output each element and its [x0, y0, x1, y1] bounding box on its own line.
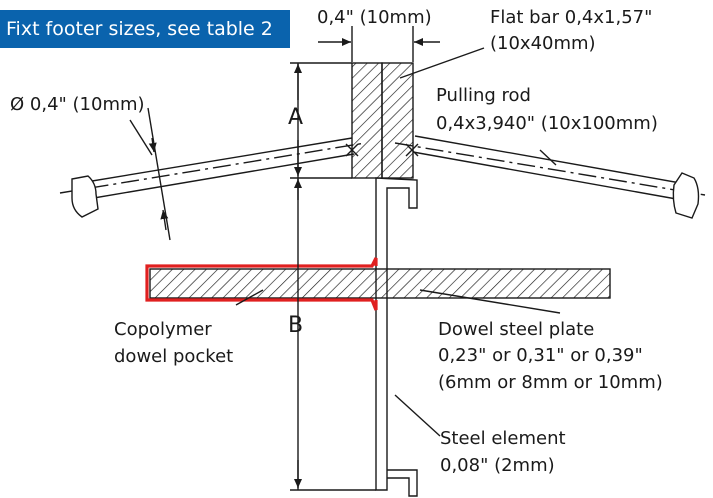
flat-bar-mm-label: (10x40mm)	[490, 33, 596, 54]
leader-lines	[235, 47, 561, 437]
weld-marks	[345, 143, 419, 157]
steel-element-label-line2: 0,08" (2mm)	[440, 455, 555, 476]
dimension-b-label: B	[288, 313, 303, 338]
dowel-label-line3: (6mm or 8mm or 10mm)	[438, 372, 663, 393]
copolymer-label-line2: dowel pocket	[114, 346, 233, 367]
steel-element-label-line1: Steel element	[440, 428, 566, 449]
dowel-steel-plate	[149, 268, 611, 299]
steel-element	[375, 177, 418, 497]
dowel-label-line1: Dowel steel plate	[438, 319, 594, 340]
dimension-lines	[129, 26, 440, 491]
copolymer-label-line1: Copolymer	[114, 319, 212, 340]
flat-bar-width-label: 0,4" (10mm)	[317, 7, 432, 28]
diameter-label: Ø 0,4" (10mm)	[10, 94, 145, 115]
flat-bar-title-label: Flat bar 0,4x1,57"	[490, 7, 652, 28]
dowel-label-line2: 0,23" or 0,31" or 0,39"	[438, 345, 643, 366]
right-pulling-rod	[394, 135, 706, 219]
left-pulling-rod	[59, 137, 366, 218]
copolymer-dowel-pocket	[145, 257, 378, 311]
pulling-rod-size-label: 0,4x3,940" (10x100mm)	[436, 113, 658, 134]
dimension-a-label: A	[288, 105, 303, 130]
section-badge: Fixt footer sizes, see table 2	[0, 10, 290, 48]
pulling-rod-title-label: Pulling rod	[436, 85, 531, 106]
flat-bar	[351, 62, 414, 179]
